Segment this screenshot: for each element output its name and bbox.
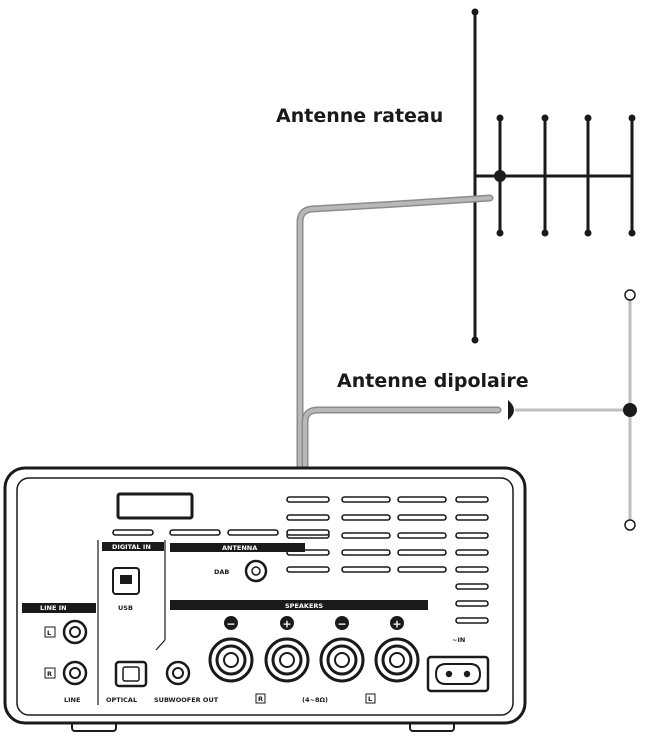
vent-slot [286,496,330,503]
speaker-binding-post-ring [223,652,239,668]
digital-in-header-bar [102,542,164,551]
vent-slot [341,566,391,573]
yagi-antenna [471,8,636,344]
vent-slot [286,529,330,536]
antenna-header-bar [170,543,305,552]
line-in-r-label: R [47,670,52,678]
speaker-l-label: L [368,695,372,703]
polarity-marker [224,616,238,630]
vent-slot [455,617,489,624]
speakers-section: SPEAKERS − + − + R (4~8Ω) L [170,600,428,704]
vent-slot [455,514,489,521]
dab-antenna-jack-center [251,566,261,576]
device-rear-panel: DIGITAL IN USB ANTENNA DAB SPEAKERS − + − +… [3,466,527,732]
vent-slot [169,529,221,536]
dipole-bottom-end [624,519,636,531]
vent-slot [341,514,391,521]
yagi-mast-top-cap [471,8,479,16]
vent-slot [397,514,447,521]
label-plate [116,492,194,520]
optical-label: OPTICAL [106,696,137,704]
polarity-sign: + [282,618,291,631]
polarity-marker [280,616,294,630]
speaker-binding-post-ring [279,652,295,668]
speakers-label: SPEAKERS [285,602,323,610]
vent-slot [455,532,489,539]
polarity-sign: − [337,618,346,631]
vent-slot [112,529,154,536]
usb-label: USB [118,604,133,612]
vent-slot [455,566,489,573]
vent-slot [341,496,391,503]
vent-slot [455,600,489,607]
speaker-binding-post-ring [334,652,350,668]
yagi-antenna-label: Antenne rateau [276,105,443,127]
vent-slot [286,514,330,521]
vent-slot [227,529,279,536]
vent-slot [397,549,447,556]
ac-pin-right [463,670,471,678]
ac-in-section: ~IN [426,636,490,693]
subwoofer-section: SUBWOOFER OUT [154,660,219,704]
antenna-section: ANTENNA DAB [170,543,305,583]
speaker-impedance-label: (4~8Ω) [302,696,328,704]
digital-in-section: DIGITAL IN USB [102,542,164,612]
line-in-section: LINE IN L R LINE [22,603,96,704]
dipole-antenna-label: Antenne dipolaire [337,370,529,392]
dab-label: DAB [214,568,229,576]
vent-slot [341,549,391,556]
vent-slot [455,496,489,503]
polarity-sign: − [226,618,235,631]
device-chassis-inner [16,477,514,716]
polarity-sign: + [392,618,401,631]
vent-slot [455,583,489,590]
ac-in-label: ~IN [452,636,465,644]
vent-slot [286,566,330,573]
line-in-l-label: L [47,629,51,637]
speakers-header-bar [170,600,428,610]
speaker-l-marker [365,693,376,704]
ac-inlet-socket [434,663,482,685]
dipole-center-junction [623,403,637,417]
optical-section: OPTICAL [106,660,148,704]
digital-in-label: DIGITAL IN [112,543,151,551]
optical-port-inner [122,666,140,682]
speaker-r-label: R [258,695,263,703]
line-in-label: LINE IN [40,604,67,612]
speaker-terminals: − + − + [208,616,420,683]
usb-port-inner [120,575,132,584]
ac-pin-left [445,670,453,678]
line-label: LINE [64,696,80,704]
line-in-header-bar [22,603,96,613]
vent-slot [397,496,447,503]
vent-slot [397,566,447,573]
vent-slot [341,532,391,539]
antenna-label: ANTENNA [222,544,257,552]
yagi-mast-bottom-cap [471,336,479,344]
polarity-marker [390,616,404,630]
vent-slot [455,549,489,556]
dipole-cable [301,406,502,474]
speaker-r-marker [255,693,266,704]
dipole-plug [508,400,514,420]
vent-slot [397,532,447,539]
subwoofer-out-label: SUBWOOFER OUT [154,696,219,704]
line-in-l-marker [44,626,56,638]
analog-divider-slant [155,639,166,651]
vent-slots [112,496,489,624]
dipole-antenna [508,289,637,531]
speaker-binding-post-ring [389,652,405,668]
line-in-r-marker [44,667,56,679]
dipole-top-end [624,289,636,301]
polarity-marker [335,616,349,630]
